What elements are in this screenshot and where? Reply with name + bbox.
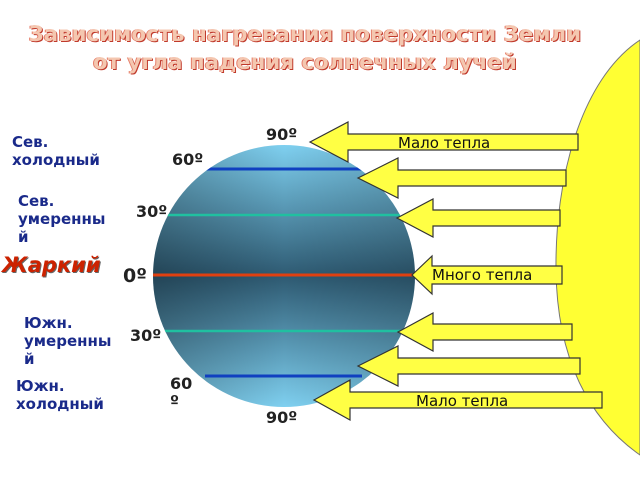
ray-arrow-4	[411, 254, 563, 296]
ray-arrow-5	[396, 311, 573, 353]
degree-60-south-number: 60	[170, 374, 193, 393]
zone-south-cold-line1: Южн.	[16, 377, 65, 395]
zone-north-temperate-line2: умеренны	[18, 210, 106, 228]
zone-south-cold: Южн. холодный	[16, 377, 104, 413]
sun-rays	[308, 121, 603, 422]
earth-globe	[153, 145, 415, 407]
zone-south-temperate: Южн. умеренны й	[24, 314, 111, 368]
ray-arrow-1	[308, 121, 579, 163]
ray-arrow-7	[312, 378, 603, 422]
zone-south-temperate-line2: умеренны	[24, 332, 112, 350]
zone-north-cold-line1: Сев.	[12, 133, 49, 151]
arrow-label-little-heat-top: Мало тепла	[398, 134, 491, 152]
degree-60-north: 60º	[172, 150, 204, 169]
ray-arrow-2	[356, 157, 567, 199]
zone-south-temperate-line3: й	[24, 350, 35, 368]
zone-north-temperate-line1: Сев.	[18, 192, 55, 210]
zone-north-temperate-line3: й	[18, 228, 29, 246]
arrow-label-little-heat-bottom: Мало тепла	[416, 392, 509, 410]
degree-90-north: 90º	[266, 125, 298, 144]
arrow-label-much-heat: Много тепла	[432, 266, 533, 284]
zone-south-temperate-line1: Южн.	[24, 314, 73, 332]
degree-60-south: 60 º	[170, 375, 192, 411]
degree-90-south: 90º	[266, 408, 298, 427]
zone-north-cold-line2: холодный	[12, 151, 100, 169]
degree-30-north: 30º	[136, 202, 168, 221]
ray-arrow-6	[356, 345, 581, 387]
zone-north-cold: Сев. холодный	[12, 133, 100, 169]
degree-60-south-symbol: º	[170, 392, 180, 411]
title-line-1: Зависимость нагревания поверхности Земли	[28, 22, 582, 46]
ray-arrow-3	[395, 198, 561, 238]
degree-0-equator: 0º	[123, 265, 147, 287]
zone-north-temperate: Сев. умеренны й	[18, 192, 105, 246]
degree-30-south: 30º	[130, 326, 162, 345]
title-line-2: от угла падения солнечных лучей	[93, 50, 517, 74]
zone-hot: Жаркий	[2, 253, 101, 277]
zone-south-cold-line2: холодный	[16, 395, 104, 413]
